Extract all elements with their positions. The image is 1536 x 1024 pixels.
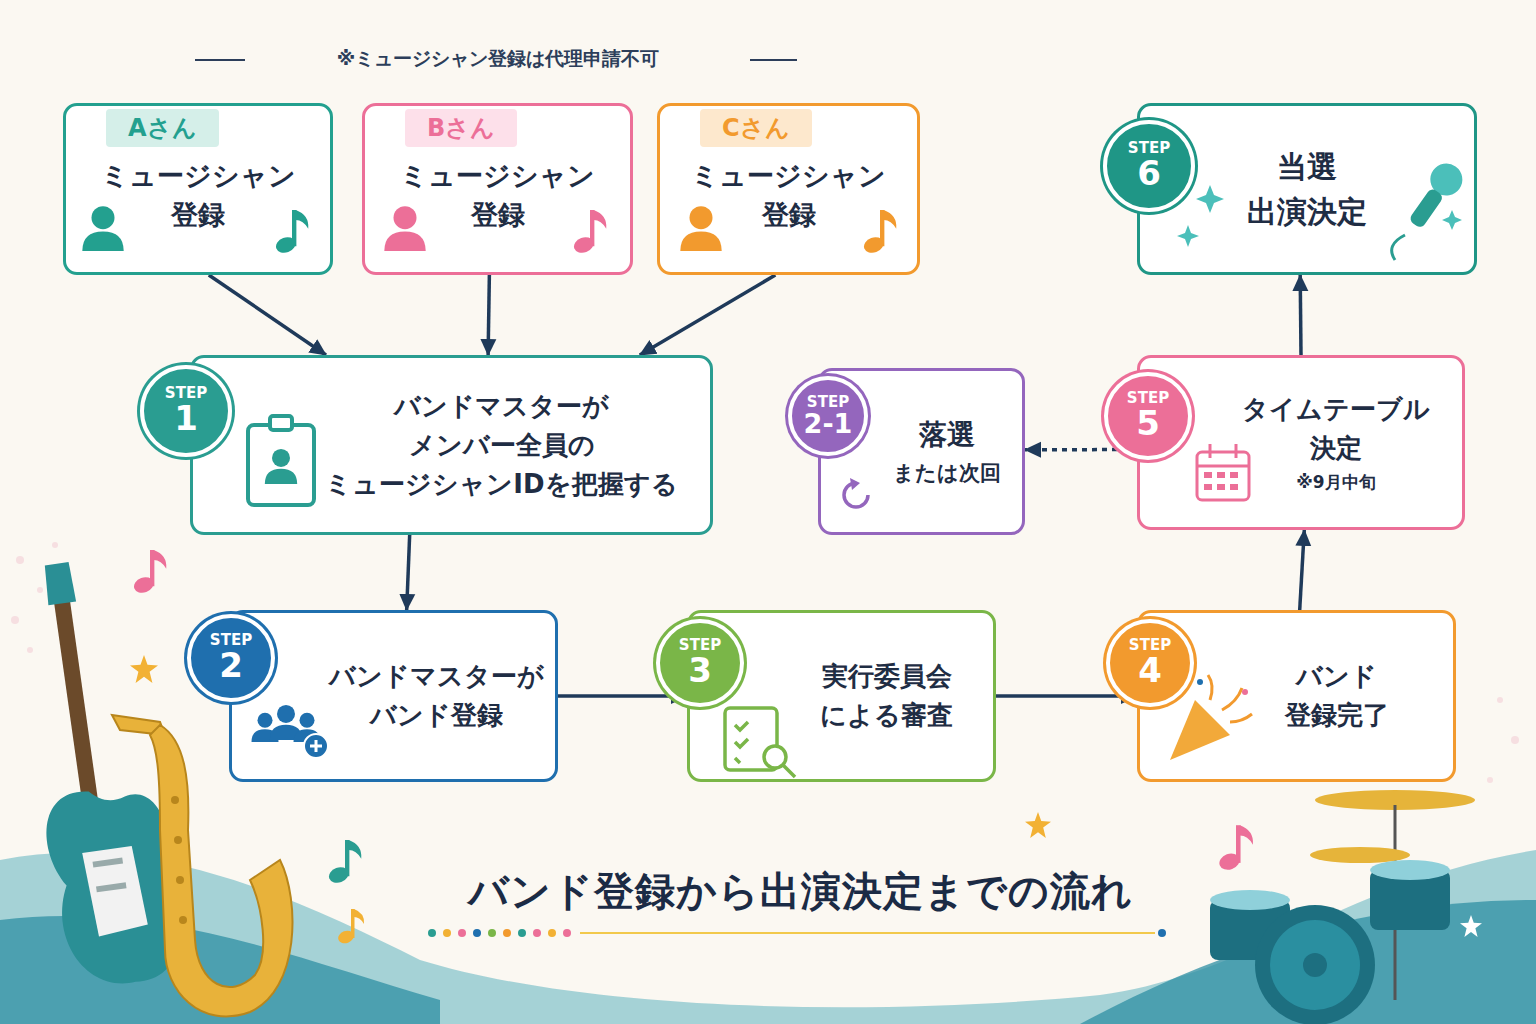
- dashed-arrow: [1025, 448, 1137, 452]
- step-badge: STEP6: [1103, 120, 1195, 212]
- card-text: ミュージシャン 登録: [686, 156, 891, 234]
- step-number: 2-1: [804, 410, 853, 438]
- musician-card: Bさんミュージシャン 登録: [362, 103, 633, 275]
- step-box: 落選または次回STEP2-1: [818, 368, 1025, 535]
- step-number: 3: [688, 653, 712, 689]
- step-badge: STEP2: [187, 614, 275, 702]
- card-text: ミュージシャン 登録: [395, 156, 600, 234]
- step-number: 2: [219, 648, 243, 684]
- step-number: 1: [174, 401, 198, 437]
- step-box: タイムテーブル 決定※9月中旬STEP5: [1137, 355, 1465, 530]
- note-label: ※ミュージシャン登録は代理申請不可: [248, 46, 748, 72]
- step-text: バンド 登録完了: [1264, 657, 1409, 735]
- person-tab: Bさん: [405, 109, 517, 147]
- musician-card: Cさんミュージシャン 登録: [657, 103, 920, 275]
- person-tab: Aさん: [106, 109, 219, 147]
- flow-arrow: [488, 275, 489, 355]
- step-number: 5: [1136, 406, 1160, 442]
- musician-card: Aさんミュージシャン 登録: [63, 103, 333, 275]
- step-text: 実行委員会 による審査: [799, 657, 974, 735]
- step-subtext: または次回: [893, 458, 1001, 490]
- flow-arrow: [640, 275, 776, 355]
- step-word: STEP: [210, 632, 252, 649]
- flow-arrow: [407, 535, 410, 610]
- step-subtext: ※9月中旬: [1296, 470, 1375, 496]
- step-box: バンドマスターが メンバー全員の ミュージシャンIDを把握するSTEP1: [190, 355, 713, 535]
- step-box: バンド 登録完了STEP4: [1137, 610, 1456, 782]
- step-word: STEP: [165, 385, 207, 402]
- step-word: STEP: [1129, 637, 1171, 654]
- step-badge: STEP1: [140, 365, 232, 457]
- flow-arrow: [1300, 530, 1305, 610]
- step-text: 落選: [919, 414, 975, 456]
- step-text: タイムテーブル 決定: [1234, 390, 1439, 468]
- step-badge: STEP2-1: [788, 376, 868, 456]
- diagram-title: バンド登録から出演決定までの流れ: [400, 864, 1200, 919]
- flow-arrow: [209, 275, 326, 355]
- step-badge: STEP4: [1106, 619, 1194, 707]
- step-text: バンドマスターが メンバー全員の ミュージシャンIDを把握する: [309, 387, 694, 504]
- step-text: バンドマスターが バンド登録: [322, 657, 550, 735]
- step-box: バンドマスターが バンド登録STEP2: [229, 610, 558, 782]
- step-word: STEP: [679, 637, 721, 654]
- step-word: STEP: [1127, 390, 1169, 407]
- flow-arrow: [1298, 275, 1302, 355]
- card-text: ミュージシャン 登録: [96, 156, 301, 234]
- step-number: 4: [1138, 653, 1162, 689]
- step-text: 当選 出演決定: [1227, 144, 1387, 234]
- step-badge: STEP5: [1104, 372, 1192, 460]
- flow-arrow: [558, 694, 687, 698]
- step-word: STEP: [807, 394, 849, 411]
- step-number: 6: [1137, 156, 1161, 192]
- step-word: STEP: [1128, 140, 1170, 157]
- flow-arrow: [996, 694, 1137, 698]
- step-badge: STEP3: [656, 619, 744, 707]
- step-box: 実行委員会 による審査STEP3: [687, 610, 996, 782]
- person-tab: Cさん: [700, 109, 812, 147]
- step-box: 当選 出演決定STEP6: [1137, 103, 1477, 275]
